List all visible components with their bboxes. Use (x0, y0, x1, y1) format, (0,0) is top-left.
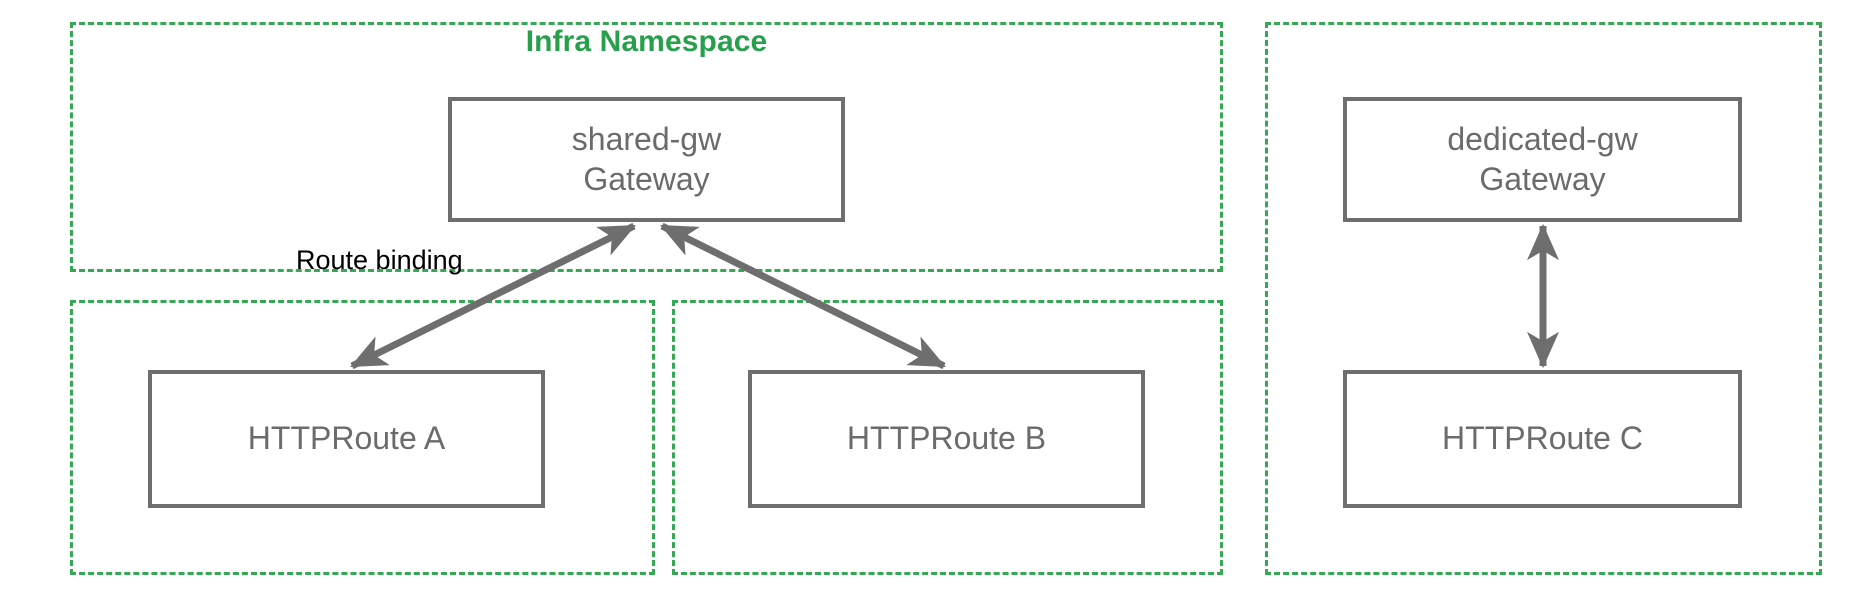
node-httproute-b-label: HTTPRoute B (846, 420, 1047, 457)
node-httproute-a[interactable]: HTTPRoute A (148, 370, 545, 508)
node-httproute-a-label: HTTPRoute A (247, 420, 446, 457)
namespace-container-c (1265, 22, 1822, 575)
namespace-container-b (672, 300, 1223, 575)
node-shared-gw-label: shared-gw Gateway (571, 121, 722, 197)
node-httproute-b[interactable]: HTTPRoute B (748, 370, 1145, 508)
namespace-title-infra: Infra Namespace (525, 25, 768, 58)
node-httproute-c-label: HTTPRoute C (1442, 420, 1643, 457)
node-dedicated-gw-label: dedicated-gw Gateway (1447, 121, 1638, 197)
node-shared-gw-gateway[interactable]: shared-gw Gateway (448, 97, 845, 222)
edge-label-route-binding: Route binding (296, 245, 463, 275)
namespace-container-infra (70, 22, 1223, 272)
node-httproute-c[interactable]: HTTPRoute C (1343, 370, 1742, 508)
node-dedicated-gw-gateway[interactable]: dedicated-gw Gateway (1343, 97, 1742, 222)
